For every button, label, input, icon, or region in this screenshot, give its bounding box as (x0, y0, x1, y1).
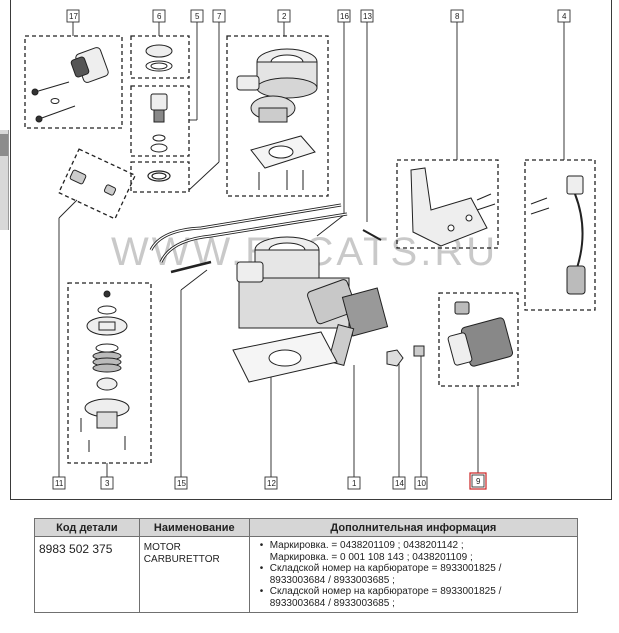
table-row[interactable]: 8983 502 375 MOTOR CARBURETTOR • Маркиро… (34, 536, 579, 613)
group-box-6 (130, 35, 190, 79)
svg-text:4: 4 (562, 12, 567, 21)
header-part-name: Наименование (138, 518, 250, 537)
group-box-2 (226, 35, 329, 197)
left-scrollbar[interactable] (0, 130, 9, 230)
group-box-7 (130, 161, 190, 193)
part-name-line-1: MOTOR (143, 542, 181, 553)
callout-7[interactable]: 7 (212, 9, 226, 23)
exploded-parts-diagram: WWW.EPCATS.RU (10, 0, 612, 500)
group-box-17 (24, 35, 123, 129)
group-box-8 (396, 159, 499, 249)
svg-text:10: 10 (417, 479, 426, 488)
header-additional-info: Дополнительная информация (248, 518, 579, 537)
svg-text:16: 16 (340, 12, 349, 21)
callout-4[interactable]: 4 (557, 9, 571, 23)
svg-text:3: 3 (105, 479, 110, 488)
svg-text:12: 12 (267, 479, 276, 488)
svg-text:1: 1 (352, 479, 357, 488)
svg-text:11: 11 (55, 479, 64, 488)
parts-table: Код детали Наименование Дополнительная и… (34, 518, 579, 613)
info-item: • Складской номер на карбюраторе = 89330… (259, 586, 502, 609)
callout-9-selected[interactable]: 9 (469, 472, 487, 490)
bullet-icon: • (259, 586, 264, 597)
svg-text:6: 6 (157, 12, 162, 21)
callout-3[interactable]: 3 (100, 476, 114, 490)
header-part-code: Код детали (34, 518, 140, 537)
group-box-11 (57, 148, 137, 220)
part-name-line-2: CARBURETTOR (143, 554, 220, 565)
callout-6[interactable]: 6 (152, 9, 166, 23)
table-header-row: Код детали Наименование Дополнительная и… (34, 518, 579, 537)
callout-2[interactable]: 2 (277, 9, 291, 23)
callout-14[interactable]: 14 (392, 476, 406, 490)
scrollbar-thumb[interactable] (0, 134, 8, 156)
callout-5[interactable]: 5 (190, 9, 204, 23)
group-box-4 (524, 159, 596, 311)
callout-8[interactable]: 8 (450, 9, 464, 23)
info-item: • Складской номер на карбюраторе = 89330… (259, 563, 502, 586)
callout-16[interactable]: 16 (337, 9, 351, 23)
callout-12[interactable]: 12 (264, 476, 278, 490)
svg-text:8: 8 (455, 12, 460, 21)
callout-11[interactable]: 11 (52, 476, 66, 490)
svg-text:2: 2 (282, 12, 287, 21)
idle-actuator (447, 301, 514, 367)
group-box-9 (438, 292, 519, 387)
info-item: • Маркировка. = 0438201109 ; 0438201142 … (259, 540, 473, 563)
callout-10[interactable]: 10 (414, 476, 428, 490)
group-box-5 (130, 85, 190, 157)
carburettor-assembly (149, 203, 425, 383)
callout-13[interactable]: 13 (360, 9, 374, 23)
callout-15[interactable]: 15 (174, 476, 188, 490)
svg-text:7: 7 (217, 12, 222, 21)
callout-1[interactable]: 1 (347, 476, 361, 490)
additional-info-cell: • Маркировка. = 0438201109 ; 0438201142 … (248, 536, 579, 613)
bullet-icon: • (259, 540, 264, 551)
info-list: • Маркировка. = 0438201109 ; 0438201142 … (254, 540, 573, 609)
bullet-icon: • (259, 563, 264, 574)
svg-text:5: 5 (195, 12, 200, 21)
part-code-cell: 8983 502 375 (34, 536, 140, 613)
callout-17[interactable]: 17 (66, 9, 80, 23)
part-name-cell: MOTOR CARBURETTOR (138, 536, 250, 613)
svg-text:17: 17 (69, 12, 78, 21)
svg-text:9: 9 (476, 477, 481, 486)
svg-text:13: 13 (363, 12, 372, 21)
svg-text:15: 15 (177, 479, 186, 488)
svg-text:14: 14 (395, 479, 404, 488)
group-box-3 (67, 282, 152, 464)
